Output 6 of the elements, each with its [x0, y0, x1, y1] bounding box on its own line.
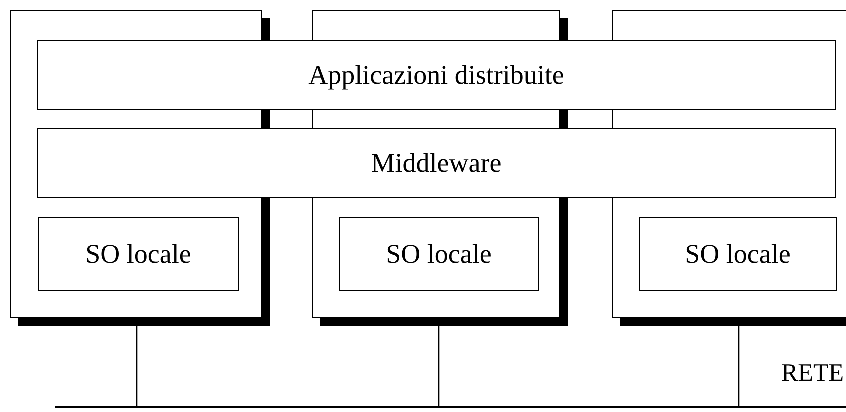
os-box: SO locale	[639, 217, 837, 291]
os-box: SO locale	[38, 217, 239, 291]
network-line	[55, 406, 846, 408]
os-box: SO locale	[339, 217, 539, 291]
layer-band: Applicazioni distribuite	[37, 40, 836, 110]
layer-band: Middleware	[37, 128, 836, 198]
